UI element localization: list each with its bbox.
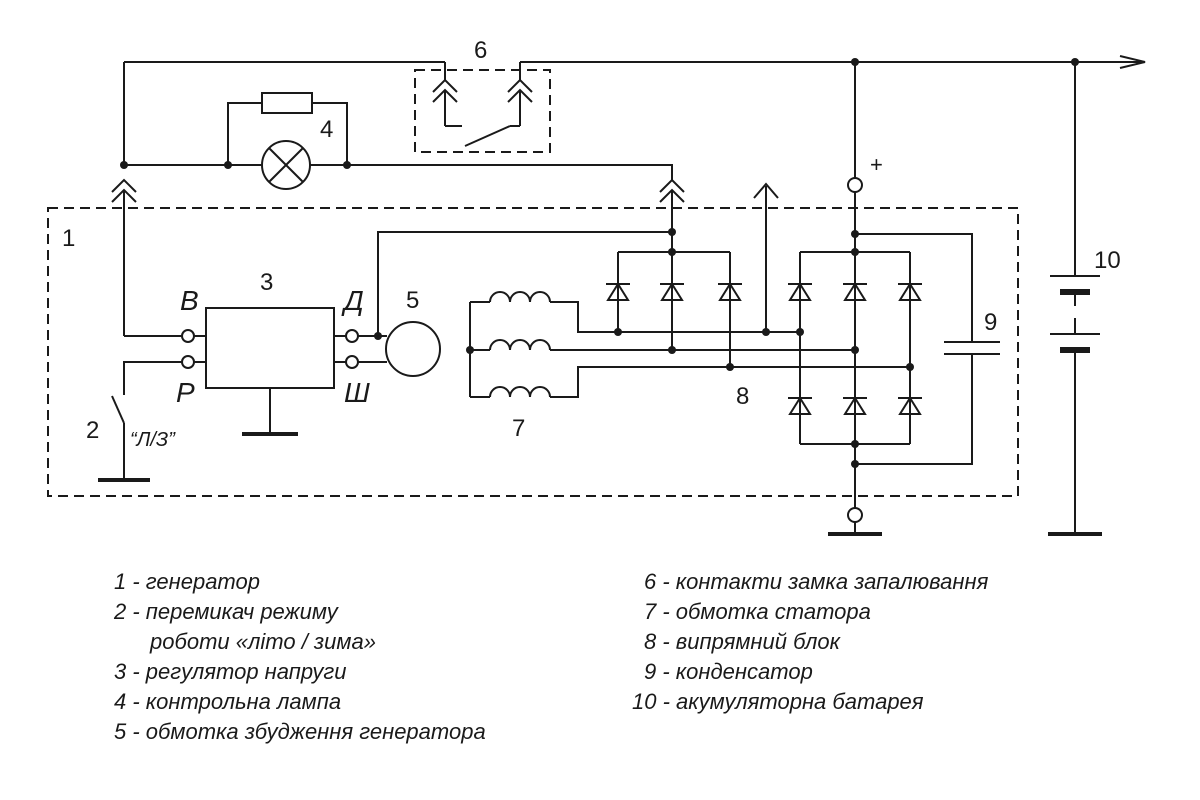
tach-arrow-icon	[753, 182, 779, 199]
label-switch: 2	[86, 417, 99, 444]
control-lamp	[261, 140, 311, 190]
ignition-switch-boundary	[414, 69, 551, 153]
plus-terminal-label: +	[870, 152, 883, 177]
lamp-circuit	[120, 92, 673, 190]
output-arrow-icon	[1119, 55, 1146, 69]
label-field-coil: 5	[406, 287, 419, 314]
legend-item: 4 - контрольна лампа	[114, 689, 342, 714]
ignition-contacts	[432, 62, 533, 147]
label-lamp: 4	[320, 116, 333, 143]
terminal-b-label: В	[180, 285, 199, 316]
legend-item: роботи «літо / зима»	[150, 629, 376, 654]
label-stator: 7	[512, 415, 525, 442]
terminal-sh-label: Ш	[344, 377, 370, 408]
tach-output	[753, 182, 779, 336]
label-generator: 1	[62, 225, 75, 252]
additional-diode-bridge	[605, 248, 743, 371]
summer-winter-switch	[98, 361, 182, 482]
legend-item: 3 - регулятор напруги	[114, 659, 347, 684]
rectifier-bridge	[787, 58, 923, 536]
resistor	[261, 92, 313, 114]
legend-item: 5 - обмотка збудження генератора	[114, 719, 486, 744]
field-winding	[358, 228, 676, 377]
legend-item: 9 - конденсатор	[644, 659, 813, 684]
battery	[1048, 58, 1102, 536]
legend-item: 8 - випрямний блок	[644, 629, 841, 654]
top-supply-wire	[123, 55, 1146, 165]
legend-right: 6 - контакти замка запалювання 7 - обмот…	[632, 567, 988, 717]
generator-boundary	[47, 207, 1019, 497]
voltage-regulator	[181, 307, 359, 436]
legend-item: 7 - обмотка статора	[644, 599, 871, 624]
legend-left: 1 - генератор 2 - перемикач режиму робот…	[114, 567, 486, 747]
label-capacitor: 9	[984, 309, 997, 336]
label-ignition: 6	[474, 37, 487, 64]
legend-item: 2 - перемикач режиму	[114, 599, 338, 624]
legend-item: 1 - генератор	[114, 569, 260, 594]
label-battery: 10	[1094, 247, 1121, 274]
label-rectifier: 8	[736, 383, 749, 410]
stator-winding	[466, 291, 910, 398]
legend-item: 6 - контакти замка запалювання	[644, 569, 989, 594]
terminal-r-label: Р	[176, 377, 195, 408]
wiring-diagram: 1 2 “Л/З” 3 4 5 6 7 8 9 10 В Р Д Ш +	[47, 37, 1146, 536]
legend-item: 10 - акумуляторна батарея	[632, 689, 924, 714]
terminal-d-label: Д	[341, 285, 364, 316]
capacitor	[855, 233, 1000, 465]
label-regulator: 3	[260, 269, 273, 296]
label-switch-mode: “Л/З”	[130, 429, 176, 451]
